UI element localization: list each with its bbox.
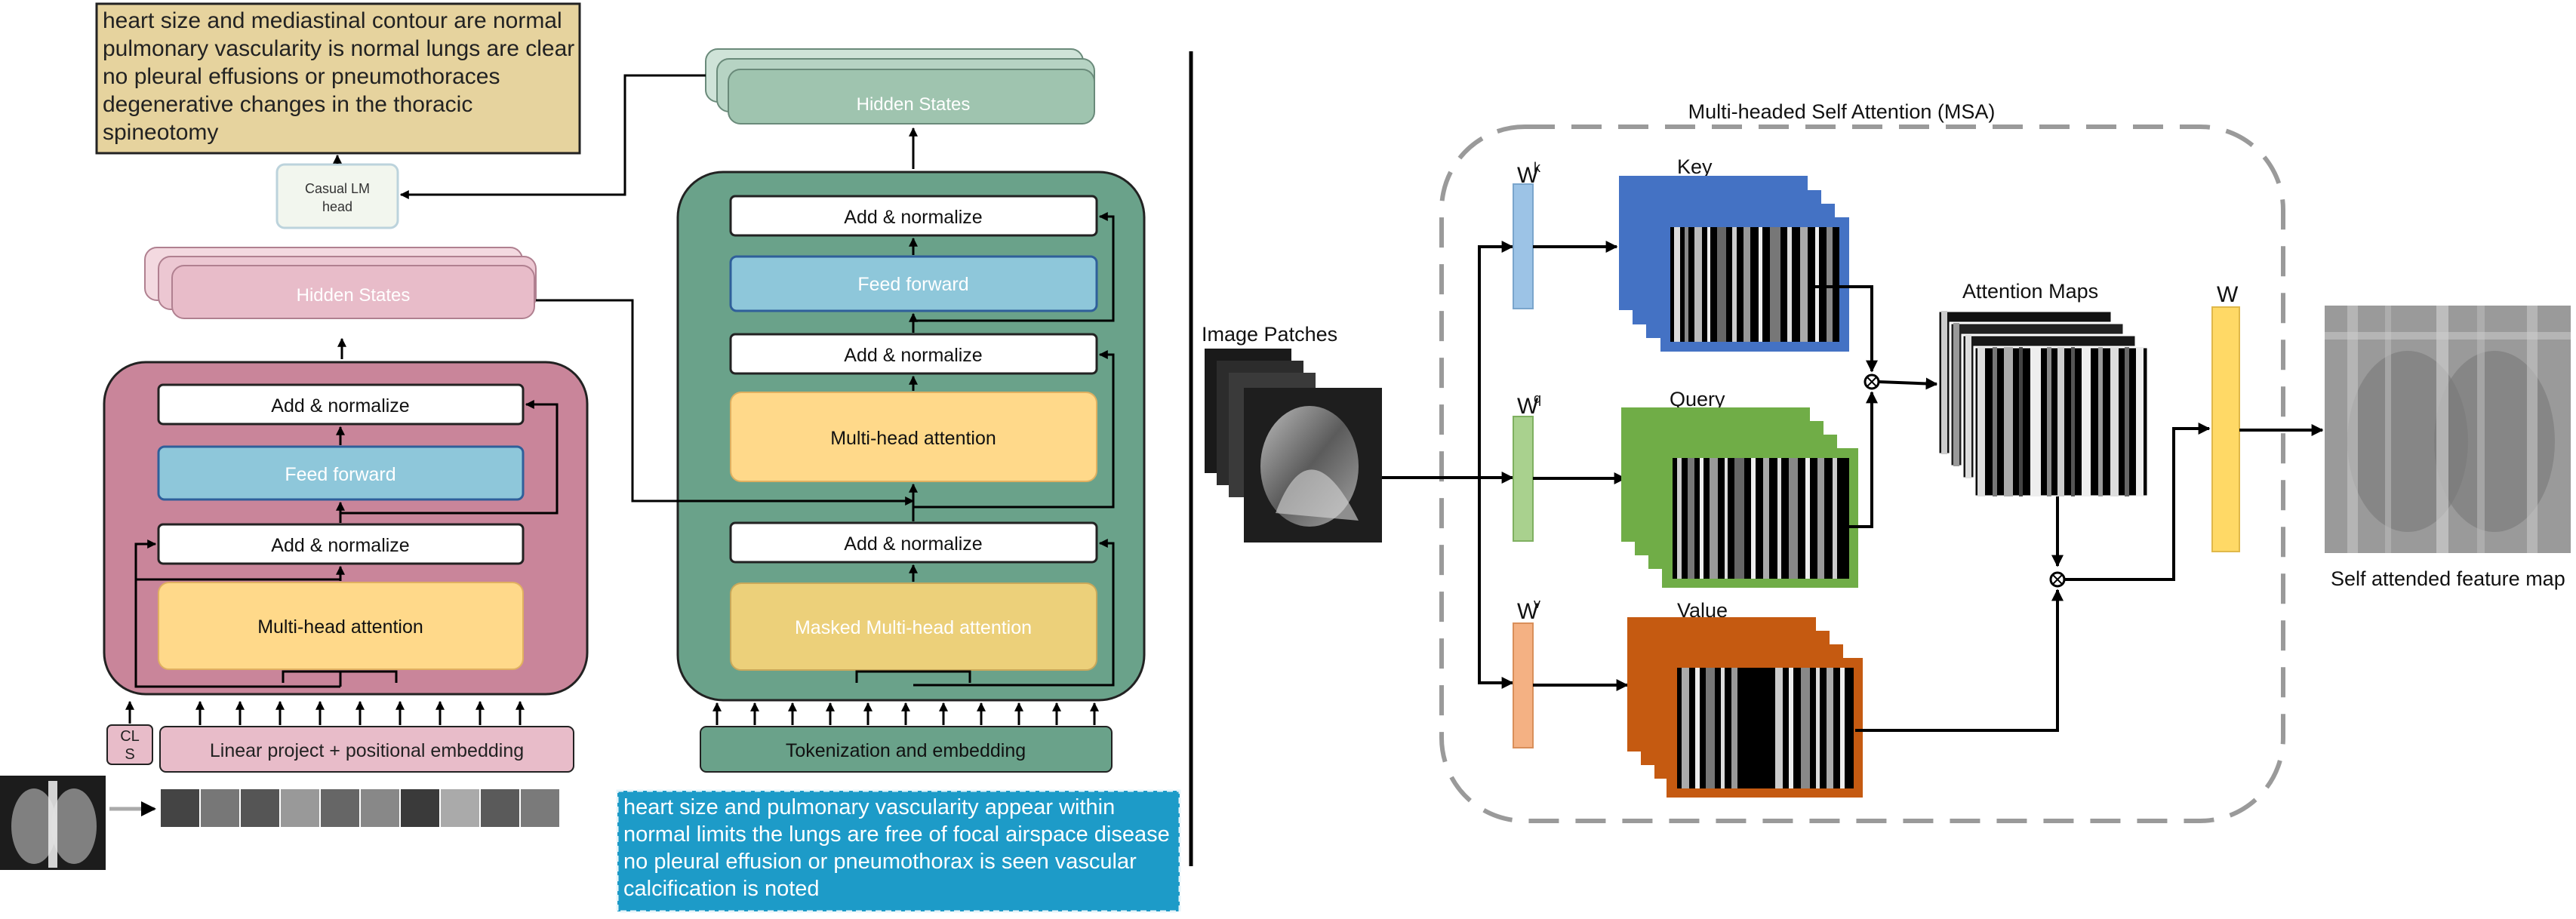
decoder-input-arrows <box>712 702 1099 725</box>
encoder-input-arrows <box>125 700 525 725</box>
key-label: Key <box>1677 155 1713 178</box>
image-patches-stack <box>1205 349 1382 542</box>
wq-sup: q <box>1534 391 1541 406</box>
query-stack <box>1621 407 1858 588</box>
encoder-hidden-states: Hidden States <box>144 247 537 319</box>
decoder-embedding-label: Tokenization and embedding <box>786 740 1026 761</box>
encoder-embedding-label: Linear project + positional embedding <box>210 740 524 761</box>
cls-token-label-1: CL <box>120 728 140 745</box>
encoder-block: Add & normalize Feed forward Add & norma… <box>103 361 589 696</box>
generated-report: heart size and mediastinal contour are n… <box>95 2 581 155</box>
wv-base: W <box>1517 599 1539 624</box>
lm-head-label-1: Casual LM <box>305 181 370 196</box>
image-patches-label: Image Patches <box>1202 323 1337 346</box>
encoder-add-norm-1: Add & normalize <box>271 535 409 556</box>
decoder-hidden-states: Hidden States <box>705 48 1095 124</box>
wq-matrix <box>1513 416 1534 542</box>
wk-matrix <box>1513 183 1534 309</box>
self-attended-feature-map <box>2325 306 2571 553</box>
input-report-text: heart size and pulmonary vascularity app… <box>623 795 1170 901</box>
decoder-add-norm-1: Add & normalize <box>844 533 982 555</box>
decoder-embedding: Tokenization and embedding <box>700 726 1113 773</box>
decoder-masked-attention: Masked Multi-head attention <box>795 617 1032 638</box>
wv-label: W v <box>1517 596 1540 624</box>
encoder-multihead-attention: Multi-head attention <box>257 616 423 638</box>
wq-label: W q <box>1517 391 1541 419</box>
msa-title: Multi-headed Self Attention (MSA) <box>1688 100 1996 123</box>
chest-xray-input <box>0 776 106 870</box>
query-label: Query <box>1670 388 1725 410</box>
attention-maps-stack <box>1937 309 2150 498</box>
attention-map-pattern <box>1941 311 2144 496</box>
encoder-embedding: CL S Linear project + positional embeddi… <box>106 724 574 773</box>
value-stack <box>1627 617 1863 798</box>
wk-sup: k <box>1534 160 1541 175</box>
key-stack <box>1619 176 1849 352</box>
wv-matrix <box>1513 622 1534 748</box>
multiply-op-av <box>2049 571 2066 588</box>
image-patches-strip <box>159 788 561 828</box>
wv-sup: v <box>1534 596 1540 611</box>
attention-maps-label: Attention Maps <box>1962 280 2098 303</box>
w-output-label: W <box>2217 282 2239 307</box>
encoder-hidden-states-label: Hidden States <box>297 285 411 306</box>
msa-boundary <box>1439 124 2285 823</box>
encoder-add-norm-2: Add & normalize <box>271 395 409 416</box>
lm-head-label-2: head <box>322 199 352 214</box>
w-output-matrix <box>2211 306 2240 552</box>
decoder-block: Add & normalize Feed forward Add & norma… <box>676 171 1146 702</box>
cls-token-label-2: S <box>125 746 134 763</box>
value-pattern <box>1682 668 1845 788</box>
feature-map-label: Self attended feature map <box>2331 567 2565 590</box>
encoder-feed-forward: Feed forward <box>285 464 395 485</box>
key-pattern <box>1674 227 1833 342</box>
lm-head-box: Casual LM head <box>275 163 399 229</box>
decoder-multihead-attention: Multi-head attention <box>830 428 996 449</box>
decoder-feed-forward: Feed forward <box>857 274 968 295</box>
decoder-hidden-states-label: Hidden States <box>857 94 971 115</box>
decoder-add-norm-3: Add & normalize <box>844 207 982 228</box>
multiply-op-qk <box>1864 373 1880 390</box>
query-pattern <box>1677 458 1837 579</box>
decoder-add-norm-2: Add & normalize <box>844 345 982 366</box>
input-report: heart size and pulmonary vascularity app… <box>616 789 1181 913</box>
wq-base: W <box>1517 394 1539 419</box>
generated-report-text: heart size and mediastinal contour are n… <box>103 8 575 145</box>
